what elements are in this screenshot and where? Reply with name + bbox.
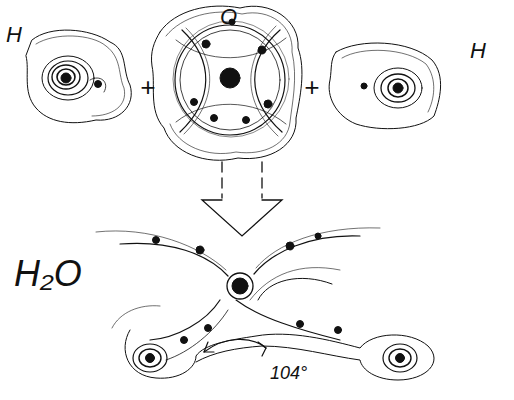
hydrogen-atom [26, 30, 131, 123]
element-symbol: O [220, 6, 237, 28]
reaction-arrow [202, 162, 282, 236]
bond-angle: 104° [270, 364, 307, 382]
element-symbol: H [6, 24, 22, 46]
hydrogen-atom [329, 43, 440, 129]
element-symbol: H [470, 40, 486, 62]
molecule-formula: H₂O [14, 256, 82, 292]
water-molecule [96, 228, 434, 380]
plus-sign: + [140, 74, 155, 100]
plus-sign: + [304, 74, 319, 100]
oxygen-atom [151, 6, 301, 160]
angle-arc [204, 339, 266, 356]
